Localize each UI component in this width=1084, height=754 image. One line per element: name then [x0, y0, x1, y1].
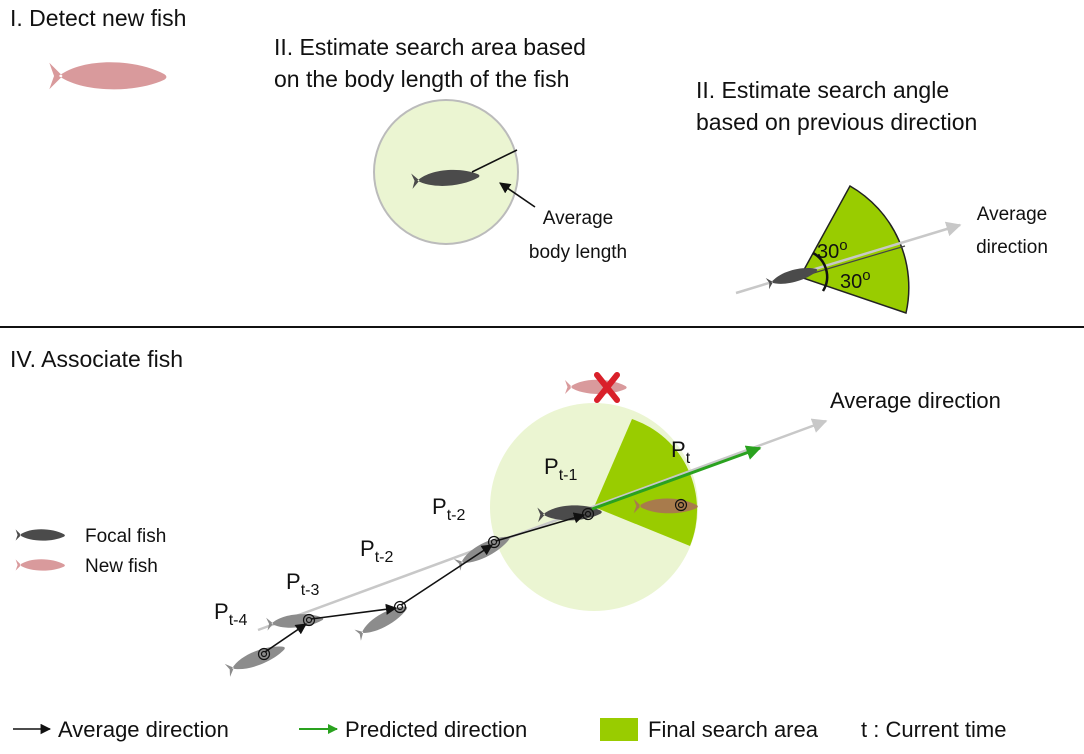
detect-title: I. Detect new fish	[10, 5, 186, 31]
legend-new-fish-label: New fish	[85, 556, 158, 577]
area-title-line2: on the body length of the fish	[274, 66, 569, 92]
body-length-label-line2: body length	[529, 242, 627, 263]
legend-new-fish-icon	[15, 559, 65, 571]
legend-average-direction-label: Average direction	[58, 717, 229, 742]
reject-cross-icon	[594, 372, 620, 403]
label-p-t2-upper: Pt-2	[432, 494, 465, 524]
average-direction-label: Average direction	[830, 388, 1001, 413]
body-length-line	[471, 149, 518, 173]
rejected-new-fish-icon	[565, 379, 627, 395]
label-p-t3: Pt-3	[286, 569, 319, 599]
angle-top-label: 30o	[817, 237, 848, 263]
label-p-t2-lower: Pt-2	[360, 536, 393, 566]
legend-current-time-label: t : Current time	[861, 717, 1006, 742]
legend-final-search-area-swatch	[600, 718, 638, 741]
angle-arc-top	[812, 251, 828, 270]
label-p-t4: Pt-4	[214, 599, 247, 629]
legend-focal-fish-label: Focal fish	[85, 526, 166, 547]
fish-position-t3	[266, 611, 324, 631]
angle-divider-line	[799, 245, 906, 278]
fish-position-t4	[224, 640, 288, 677]
body-length-arrow	[499, 182, 536, 208]
new-fish-icon	[49, 62, 167, 90]
average-direction-arrow	[257, 418, 828, 632]
legend-predicted-direction-label: Predicted direction	[345, 717, 527, 742]
angle-arc-bottom	[821, 268, 829, 292]
associate-title: IV. Associate fish	[10, 346, 183, 372]
label-p-t: Pt	[671, 437, 691, 467]
avg-direction-label-line2: direction	[976, 237, 1048, 258]
angle-bottom-label: 30o	[840, 267, 871, 293]
legend-focal-fish-icon	[15, 529, 65, 541]
label-p-t1: Pt-1	[544, 454, 577, 484]
body-length-label-line1: Average	[543, 208, 613, 229]
fish-position-t2a	[354, 601, 411, 641]
angle-title-line1: II. Estimate search angle	[696, 77, 949, 103]
legend-final-search-area-label: Final search area	[648, 717, 819, 742]
area-title-line1: II. Estimate search area based	[274, 34, 586, 60]
predicted-direction-arrow	[591, 445, 762, 511]
trajectory-step-arrows	[264, 512, 586, 653]
avg-direction-label-line1: Average	[977, 204, 1047, 225]
angle-title-line2: based on previous direction	[696, 109, 977, 135]
final-search-area-sector	[594, 419, 698, 546]
